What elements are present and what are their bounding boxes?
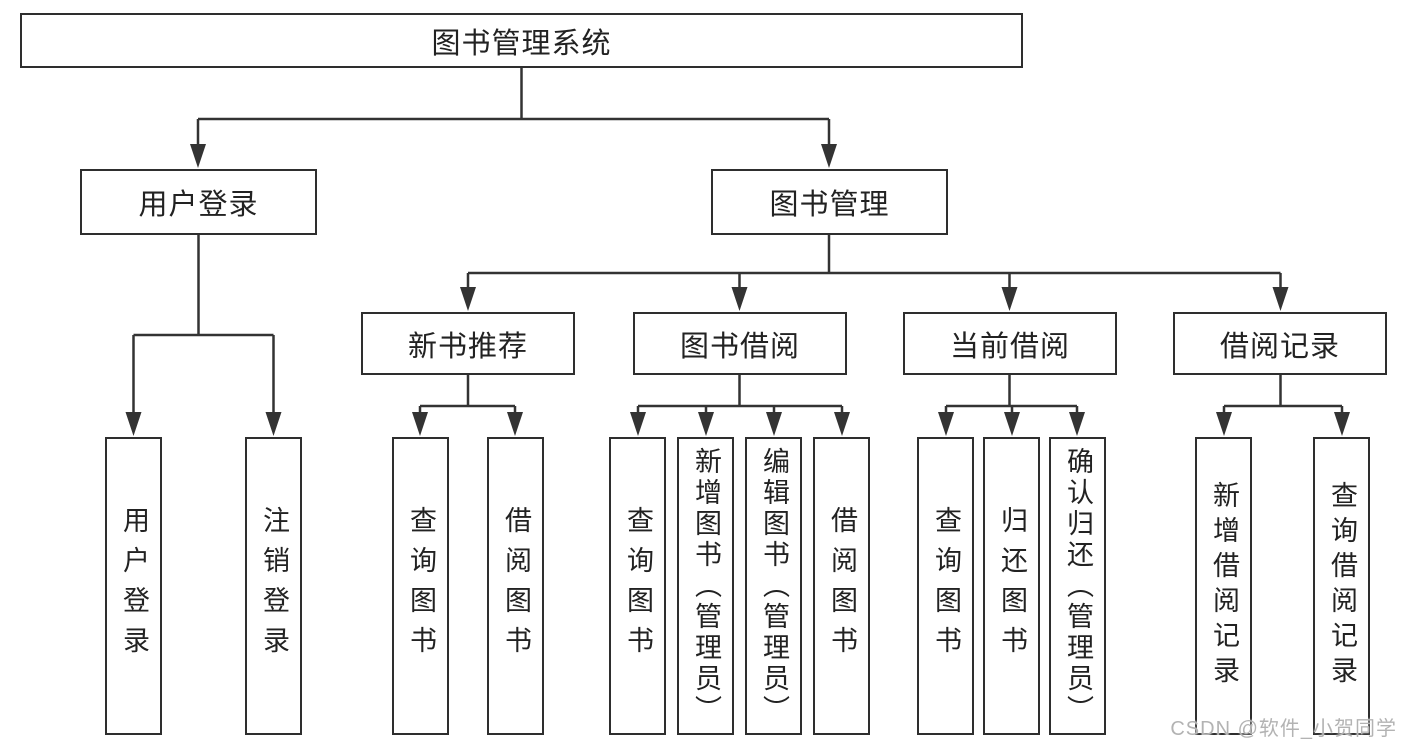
node-root: 图书管理系统 [20, 13, 1023, 68]
leaf-label: 借阅图书 [827, 506, 857, 666]
node-root-label: 图书管理系统 [431, 27, 612, 60]
leaf-label: 注销登录 [259, 506, 289, 666]
arrowhead [698, 412, 714, 436]
arrowhead [1069, 412, 1085, 436]
leaf-query-borrow-record: 查询借阅记录 [1313, 437, 1370, 735]
node-user-login: 用户登录 [80, 169, 317, 235]
leaf-query-books: 查询图书 [609, 437, 666, 735]
leaf-confirm-return-admin: 确认归还（管理员） [1049, 437, 1106, 735]
arrowhead [190, 144, 206, 168]
leaf-label: 借阅图书 [501, 506, 531, 666]
node-book-management-label: 图书管理 [769, 189, 890, 221]
leaf-borrow-books: 借阅图书 [813, 437, 870, 735]
leaf-user-login: 用户登录 [105, 437, 162, 735]
leaf-label: 新增借阅记录 [1209, 481, 1239, 691]
edges-level3-to-leaves [412, 375, 1350, 436]
node-new-book-recommend: 新书推荐 [361, 312, 575, 375]
arrowhead [766, 412, 782, 436]
leaf-add-books-admin: 新增图书（管理员） [677, 437, 734, 735]
edges-book-management-to-level3 [460, 235, 1289, 311]
leaf-label: 新增图书（管理员） [691, 446, 721, 726]
arrowhead [938, 412, 954, 436]
arrowhead [821, 144, 837, 168]
leaf-label: 编辑图书（管理员） [759, 446, 789, 726]
leaf-logout: 注销登录 [245, 437, 302, 735]
leaf-label: 确认归还（管理员） [1063, 446, 1093, 726]
leaf-label: 查询图书 [406, 506, 436, 666]
arrowhead [834, 412, 850, 436]
arrowhead [125, 412, 142, 436]
arrowhead [1001, 287, 1018, 311]
leaf-label: 查询图书 [931, 506, 961, 666]
arrowhead [1334, 412, 1350, 436]
leaf-borrow-books: 借阅图书 [487, 437, 544, 735]
arrowhead [507, 412, 523, 436]
arrowhead [412, 412, 428, 436]
arrowhead [460, 287, 476, 311]
edges-root-to-level2 [190, 68, 837, 168]
leaf-label: 用户登录 [119, 506, 149, 666]
leaf-label: 查询图书 [623, 506, 653, 666]
arrowhead [1216, 412, 1232, 436]
leaf-edit-books-admin: 编辑图书（管理员） [745, 437, 802, 735]
arrowhead [1272, 287, 1289, 311]
arrowhead [1004, 412, 1020, 436]
edges-user-login-to-leaves [125, 235, 282, 436]
node-new-book-recommend-label: 新书推荐 [407, 330, 528, 363]
node-book-borrow: 图书借阅 [633, 312, 847, 375]
node-user-login-label: 用户登录 [138, 189, 259, 221]
node-book-management: 图书管理 [711, 169, 948, 235]
node-current-borrow-label: 当前借阅 [949, 330, 1070, 363]
csdn-watermark: CSDN @软件_小贺同学 [1170, 718, 1397, 740]
leaf-return-books: 归还图书 [983, 437, 1040, 735]
node-borrow-records-label: 借阅记录 [1219, 330, 1340, 363]
leaf-label: 查询借阅记录 [1327, 481, 1357, 691]
leaf-query-books: 查询图书 [917, 437, 974, 735]
node-current-borrow: 当前借阅 [903, 312, 1117, 375]
arrowhead [731, 287, 748, 311]
leaf-label: 归还图书 [997, 506, 1027, 666]
leaf-query-books: 查询图书 [392, 437, 449, 735]
arrowhead [265, 412, 282, 436]
arrowhead [630, 412, 646, 436]
node-book-borrow-label: 图书借阅 [679, 330, 800, 363]
node-borrow-records: 借阅记录 [1173, 312, 1387, 375]
leaf-add-borrow-record: 新增借阅记录 [1195, 437, 1252, 735]
